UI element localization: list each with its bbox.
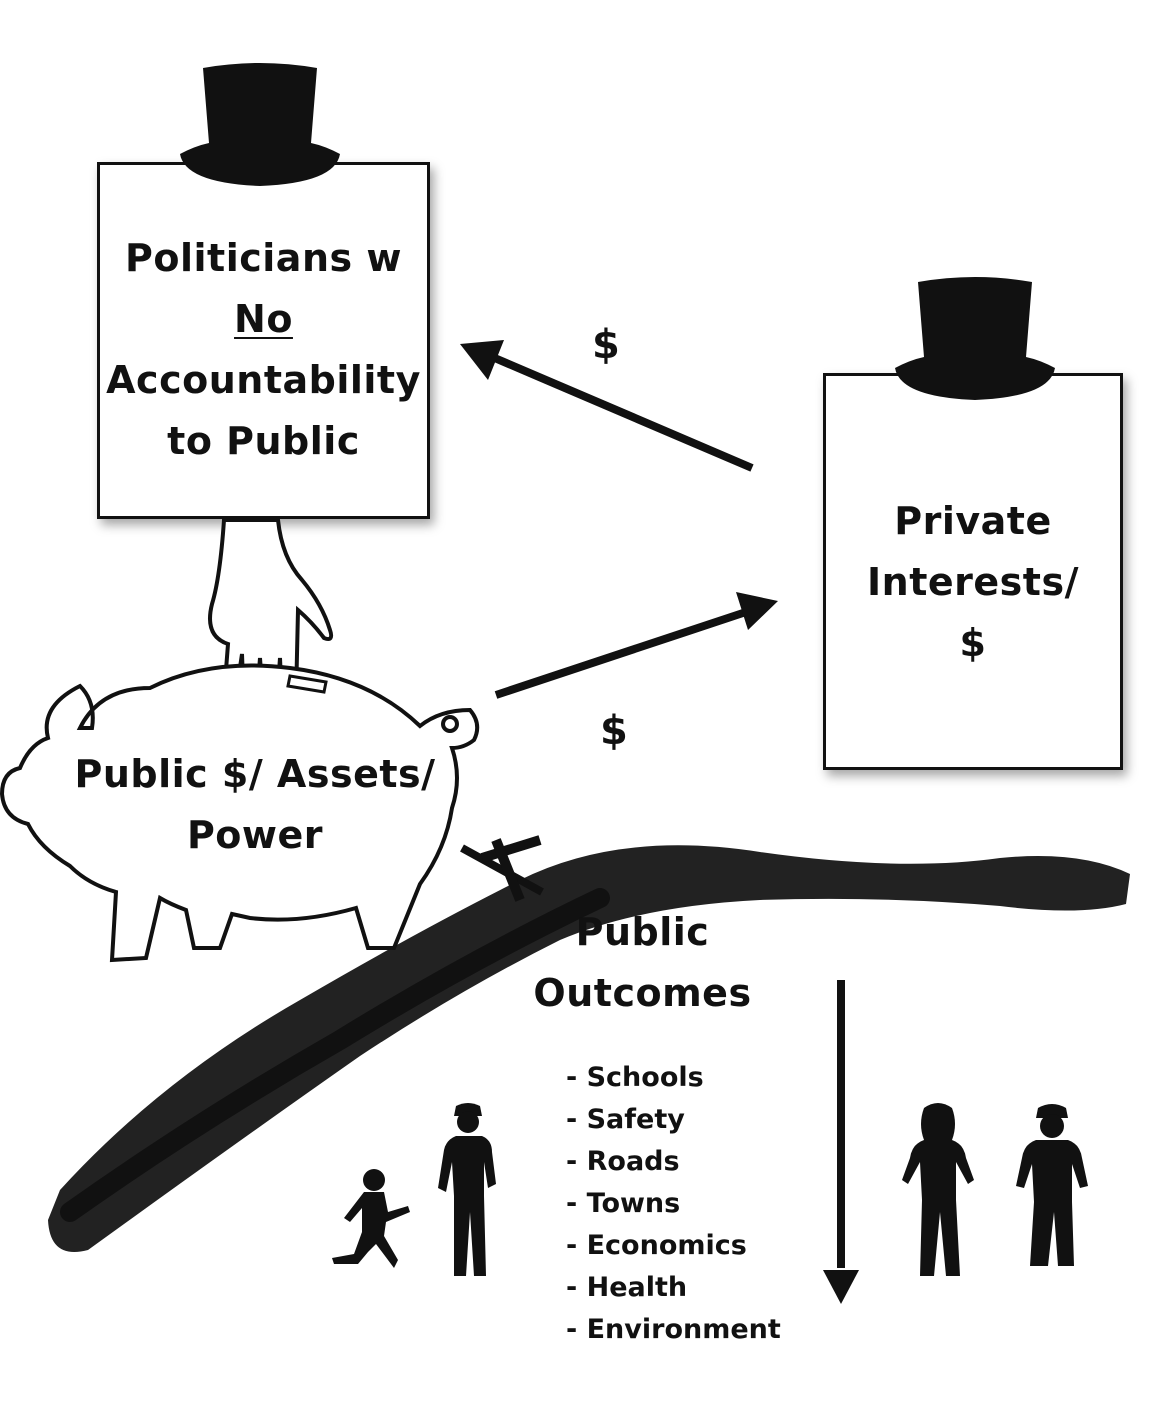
public-outcomes-list: - Schools - Safety - Roads - Towns - Eco… (566, 1057, 781, 1351)
outcome-item: - Safety (566, 1104, 685, 1135)
dollar-to-politicians: $ (592, 322, 620, 368)
dollar-to-private-interests: $ (600, 708, 628, 754)
private-interests-label: Private Interests/ $ (823, 491, 1123, 674)
politicians-box (97, 162, 430, 519)
outcome-item: - Roads (566, 1146, 680, 1177)
politicians-line-4: to Public (167, 419, 360, 463)
piggy-bank-icon (0, 663, 480, 963)
top-hat-icon (180, 63, 340, 186)
politicians-line-1: Politicians w (125, 236, 402, 280)
public-outcomes-label: Public Outcomes (520, 902, 765, 1024)
outcome-item: - Environment (566, 1314, 781, 1345)
public-outcomes-line-1: Public (575, 910, 710, 954)
private-interests-line-2: Interests/ (867, 560, 1079, 604)
public-assets-line-1: Public $/ Assets/ (74, 752, 436, 796)
arrow-to-private-interests (494, 592, 778, 699)
arrow-to-politicians (460, 340, 754, 472)
public-outcomes-line-2: Outcomes (533, 971, 752, 1015)
politicians-line-2: No (234, 297, 293, 341)
private-interests-box (823, 373, 1123, 770)
down-arrow-icon (823, 980, 859, 1304)
top-hat-icon (895, 277, 1055, 400)
public-assets-line-2: Power (186, 813, 324, 857)
public-assets-label: Public $/ Assets/ Power (60, 744, 450, 866)
politicians-label: Politicians w No Accountability to Publi… (97, 228, 430, 472)
outcome-item: - Schools (566, 1062, 704, 1093)
outcome-item: - Health (566, 1272, 688, 1303)
woman-icon (902, 1103, 974, 1276)
outcome-item: - Towns (566, 1188, 681, 1219)
private-interests-line-1: Private (894, 499, 1052, 543)
running-child-icon (332, 1169, 410, 1268)
worker-man-icon (1016, 1104, 1088, 1266)
politicians-line-3: Accountability (106, 358, 421, 402)
outcome-item: - Economics (566, 1230, 747, 1261)
worker-woman-icon (438, 1103, 496, 1276)
private-interests-line-3: $ (959, 621, 987, 665)
